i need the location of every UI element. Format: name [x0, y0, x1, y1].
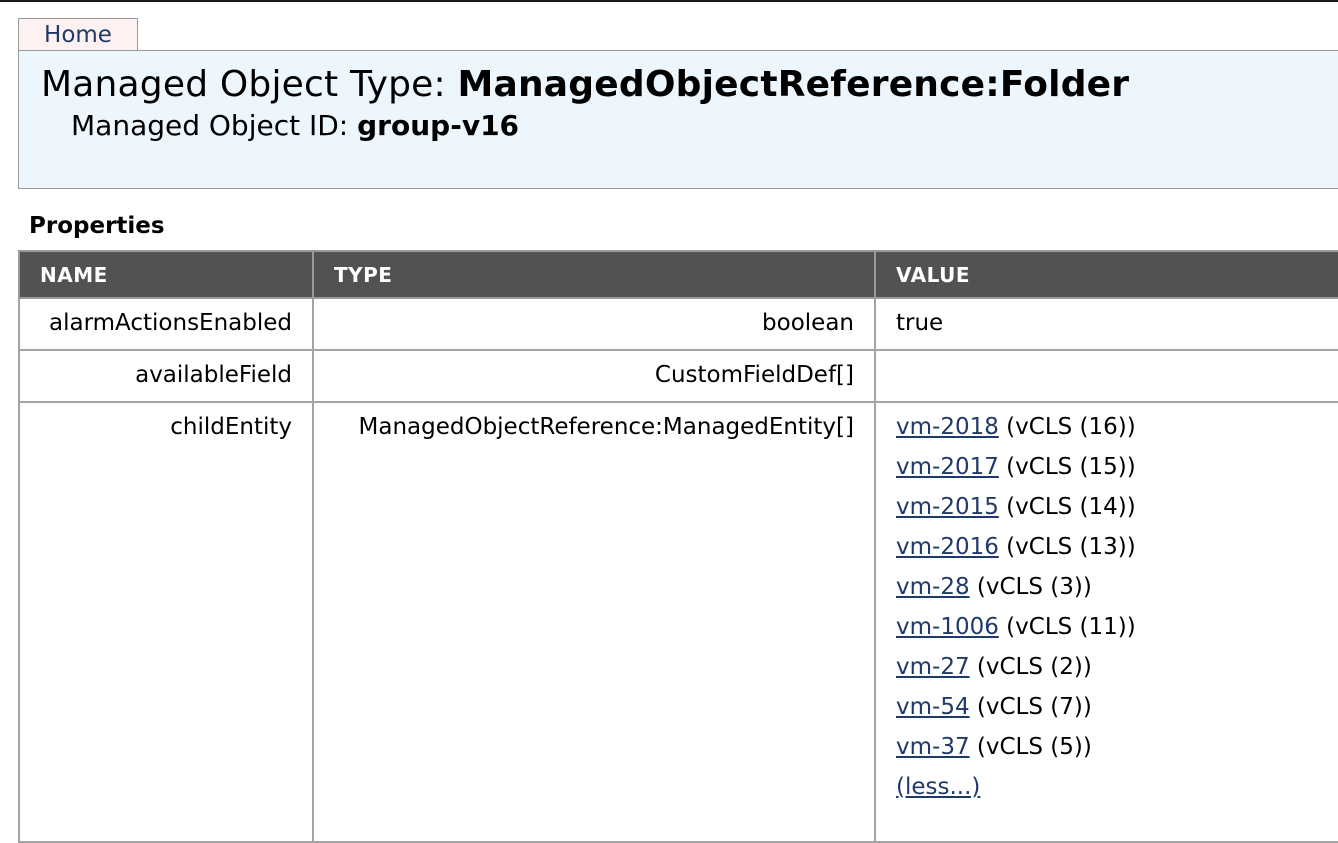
- property-value: [874, 349, 1338, 403]
- less-link[interactable]: (less...): [896, 774, 981, 800]
- property-type: CustomFieldDef[]: [312, 349, 876, 403]
- property-name: childEntity: [18, 401, 314, 843]
- top-border: [0, 0, 1338, 2]
- property-name: alarmActionsEnabled: [18, 297, 314, 351]
- entity-link[interactable]: vm-28: [896, 574, 970, 600]
- entity-description: (vCLS (7)): [969, 694, 1092, 720]
- object-header: Managed Object Type: ManagedObjectRefere…: [18, 50, 1338, 189]
- entity-description: (vCLS (11)): [998, 614, 1136, 640]
- home-tab[interactable]: Home: [18, 18, 138, 50]
- managed-object-type: Managed Object Type: ManagedObjectRefere…: [41, 63, 1129, 107]
- list-item: vm-28 (vCLS (3)): [896, 567, 1338, 607]
- list-item: vm-27 (vCLS (2)): [896, 647, 1338, 687]
- list-item: vm-1006 (vCLS (11)): [896, 607, 1338, 647]
- property-value-list: vm-2018 (vCLS (16)) vm-2017 (vCLS (15)) …: [874, 401, 1338, 843]
- entity-link[interactable]: vm-1006: [896, 614, 999, 640]
- column-header-type: TYPE: [312, 250, 876, 299]
- entity-link[interactable]: vm-2018: [896, 414, 999, 440]
- table-row: availableField CustomFieldDef[]: [18, 349, 1338, 403]
- entity-link[interactable]: vm-37: [896, 734, 970, 760]
- table-row: alarmActionsEnabled boolean true: [18, 297, 1338, 351]
- properties-table: NAME TYPE VALUE alarmActionsEnabled bool…: [18, 250, 1338, 843]
- entity-link[interactable]: vm-27: [896, 654, 970, 680]
- entity-link[interactable]: vm-2017: [896, 454, 999, 480]
- list-item: vm-54 (vCLS (7)): [896, 687, 1338, 727]
- table-header-row: NAME TYPE VALUE: [18, 250, 1338, 299]
- entity-description: (vCLS (2)): [969, 654, 1092, 680]
- entity-description: (vCLS (13)): [998, 534, 1136, 560]
- managed-object-type-label: Managed Object Type:: [41, 64, 458, 105]
- list-item: vm-37 (vCLS (5)): [896, 727, 1338, 767]
- entity-link[interactable]: vm-54: [896, 694, 970, 720]
- entity-link[interactable]: vm-2015: [896, 494, 999, 520]
- child-entity-list: vm-2018 (vCLS (16)) vm-2017 (vCLS (15)) …: [896, 407, 1338, 807]
- entity-description: (vCLS (16)): [998, 414, 1136, 440]
- list-item: vm-2016 (vCLS (13)): [896, 527, 1338, 567]
- entity-description: (vCLS (14)): [998, 494, 1136, 520]
- managed-object-id: Managed Object ID: group-v16: [71, 109, 519, 143]
- properties-heading: Properties: [29, 213, 165, 239]
- property-type: boolean: [312, 297, 876, 351]
- entity-description: (vCLS (3)): [969, 574, 1092, 600]
- property-type: ManagedObjectReference:ManagedEntity[]: [312, 401, 876, 843]
- managed-object-id-label: Managed Object ID:: [71, 109, 358, 142]
- entity-link[interactable]: vm-2016: [896, 534, 999, 560]
- entity-description: (vCLS (5)): [969, 734, 1092, 760]
- table-row: childEntity ManagedObjectReference:Manag…: [18, 401, 1338, 843]
- column-header-value: VALUE: [874, 250, 1338, 299]
- entity-description: (vCLS (15)): [998, 454, 1136, 480]
- list-item: (less...): [896, 767, 1338, 807]
- list-item: vm-2017 (vCLS (15)): [896, 447, 1338, 487]
- managed-object-type-value: ManagedObjectReference:Folder: [457, 64, 1130, 105]
- list-item: vm-2018 (vCLS (16)): [896, 407, 1338, 447]
- managed-object-id-value: group-v16: [357, 109, 520, 142]
- property-value: true: [874, 297, 1338, 351]
- property-name: availableField: [18, 349, 314, 403]
- list-item: vm-2015 (vCLS (14)): [896, 487, 1338, 527]
- column-header-name: NAME: [18, 250, 314, 299]
